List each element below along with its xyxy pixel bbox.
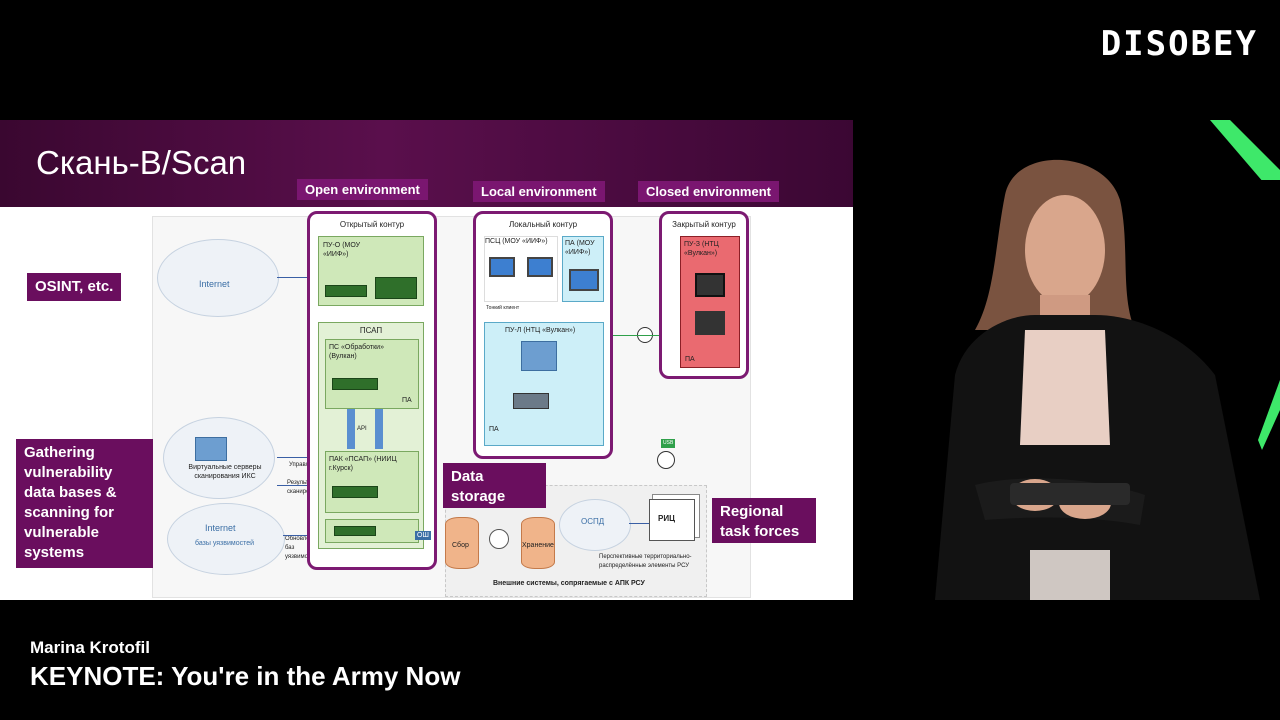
network-switch-icon <box>513 393 549 409</box>
pu-l-box: ПУ-Л (НТЦ «Вулкан») ПА <box>484 322 604 446</box>
pa-label: ПА <box>685 356 695 363</box>
cd-icon <box>657 451 675 469</box>
open-environment-badge: Open environment <box>297 179 428 200</box>
hranenie-label: Хранение <box>522 542 554 549</box>
pa-label: ПА <box>402 397 412 404</box>
osint-label: OSINT, etc. <box>27 273 122 301</box>
server-icon <box>325 285 367 297</box>
thin-client-label: Тонкий клиент <box>486 305 520 311</box>
talk-title: KEYNOTE: You're in the Army Now <box>30 661 461 691</box>
api-arrow-down <box>375 409 383 449</box>
psap-box: ПСАП ПС «Обработки» (Вулкан) ПА API ПАК … <box>318 322 424 549</box>
server-icon <box>332 378 378 390</box>
server-rack-icon <box>195 437 227 461</box>
ps-obrabotki-label: ПС «Обработки» (Вулкан) <box>329 344 384 360</box>
internet-db-label: Internet <box>205 523 236 533</box>
sbor-label: Сбор <box>452 542 469 549</box>
speaker-figure <box>935 159 1260 600</box>
psap-label: ПСАП <box>359 326 383 335</box>
local-environment-badge: Local environment <box>473 181 605 202</box>
monitor-icon <box>489 257 515 277</box>
open-contour: Открытый контур ПУ-О (МОУ «ИИФ») ПСАП ПС… <box>307 211 437 570</box>
pu-l-label: ПУ-Л (НТЦ «Вулкан») <box>505 327 576 334</box>
internet-label: Internet <box>199 279 230 289</box>
virtual-servers-label: Виртуальные серверы сканирования ИКС <box>188 464 262 480</box>
presentation-slide: Скань-В/Scan Open environment Local envi… <box>0 120 853 600</box>
vuln-db-label: базы уязвимостей <box>195 540 255 547</box>
closed-contour: Закрытый контур ПУ-З (НТЦ «Вулкан») ПА <box>659 211 749 379</box>
pu-z-label: ПУ-З (НТЦ «Вулкан») <box>684 241 719 257</box>
closed-contour-title: Закрытый контур <box>672 220 736 229</box>
local-contour-title: Локальный контур <box>508 220 578 229</box>
server-icon <box>332 486 378 498</box>
gateway-box <box>325 519 419 543</box>
cd-icon <box>489 529 509 549</box>
green-link <box>613 335 659 336</box>
server-icon <box>334 526 376 536</box>
vuln-update-label: Обновление баз уязвимостей <box>285 536 321 560</box>
gathering-label: Gathering vulnerability data bases & sca… <box>16 439 153 568</box>
vuln-db-cloud <box>167 503 285 575</box>
laptop-icon <box>695 273 725 297</box>
api-arrow-up <box>347 409 355 449</box>
usb-label: USB <box>661 439 676 448</box>
pu-o-box: ПУ-О (МОУ «ИИФ») <box>318 236 424 306</box>
pu-z-box: ПУ-З (НТЦ «Вулкан») ПА <box>680 236 740 368</box>
disobey-logo: DISOBEY <box>1100 24 1258 64</box>
ps-obrabotki-box: ПС «Обработки» (Вулкан) ПА <box>325 339 419 409</box>
ospd-ric-arrow <box>629 523 649 524</box>
pa-label: ПА <box>489 426 499 433</box>
stage-light-beam <box>1210 120 1280 180</box>
server-stack-icon <box>375 277 417 299</box>
speaker-name: Marina Krotofil <box>30 638 150 657</box>
control-label: Управление <box>289 462 323 468</box>
scan-results-label: Результаты сканирования <box>287 480 326 495</box>
ospd-cloud <box>559 499 631 551</box>
control-arrow <box>277 457 321 458</box>
local-contour: Локальный контур ПСЦ (МОУ «ИИФ») Тонкий … <box>473 211 613 459</box>
external-systems-label: Внешние системы, сопрягаемые с АПК РСУ <box>493 580 645 587</box>
printer-icon <box>695 311 725 335</box>
internet-cloud <box>157 239 279 317</box>
network-diagram: Internet Виртуальные серверы сканировани… <box>152 211 751 598</box>
osh-label: ОШ <box>415 531 431 540</box>
storage-drum-icon <box>521 517 555 569</box>
ric-box: РИЦ <box>649 499 695 541</box>
pa-mou-label: ПА (МОУ «ИИФ») <box>565 240 595 256</box>
open-contour-title: Открытый контур <box>339 220 405 229</box>
prospective-label: Перспективные территориально-распределён… <box>599 554 692 569</box>
ospd-label: ОСПД <box>581 517 605 526</box>
results-arrow <box>277 485 321 486</box>
laptop-icon <box>569 269 599 291</box>
closed-environment-badge: Closed environment <box>638 181 779 202</box>
server-rack-icon <box>521 341 557 371</box>
psc-label: ПСЦ (МОУ «ИИФ») <box>485 238 548 245</box>
psc-box: ПСЦ (МОУ «ИИФ») <box>484 236 558 302</box>
update-arrow <box>283 535 323 536</box>
regional-label: Regional task forces <box>712 498 816 543</box>
ric-label: РИЦ <box>658 514 675 523</box>
collection-drum-icon <box>445 517 479 569</box>
pak-psap-box: ПАК «ПСАП» (НИИЦ г.Курск) <box>325 451 419 513</box>
slide-title: Скань-В/Scan <box>36 144 247 181</box>
pa-mou-box: ПА (МОУ «ИИФ») <box>562 236 604 302</box>
pak-psap-label: ПАК «ПСАП» (НИИЦ г.Курск) <box>329 456 397 472</box>
stage-light-beam-lower <box>1258 380 1280 450</box>
api-label: API <box>357 426 367 432</box>
internet-arrow <box>277 277 307 278</box>
monitor-icon <box>527 257 553 277</box>
data-storage-label: Data storage <box>443 463 546 508</box>
pu-o-label: ПУ-О (МОУ «ИИФ») <box>323 242 361 258</box>
